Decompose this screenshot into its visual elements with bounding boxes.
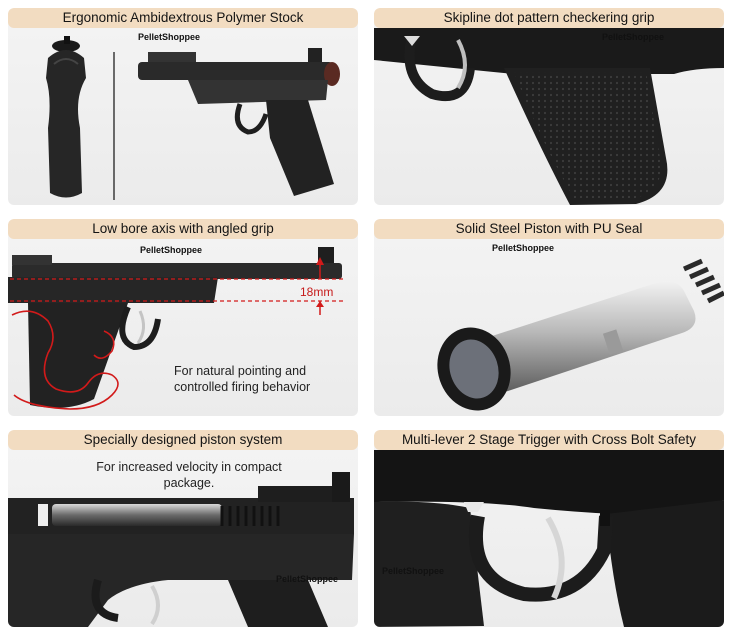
watermark: PelletShoppee — [382, 566, 445, 576]
caption-line-2: package. — [163, 476, 215, 490]
panel-title: Solid Steel Piston with PU Seal — [374, 219, 724, 239]
piston-system-illustration — [8, 472, 354, 627]
panel-low-bore-axis: Low bore axis with angled grip 18mm Pell… — [8, 219, 358, 416]
panel-checkering-grip: Skipline dot pattern checkering grip Pel… — [374, 8, 724, 205]
caption-line-2: controlled firing behavior — [174, 380, 311, 394]
watermark: PelletShoppee — [138, 32, 201, 42]
panel-title: Multi-lever 2 Stage Trigger with Cross B… — [374, 430, 724, 450]
panel-title: Specially designed piston system — [8, 430, 358, 450]
caption-line-1: For natural pointing and — [174, 364, 307, 378]
panel-piston-system: Specially designed piston system For inc… — [8, 430, 358, 627]
watermark: PelletShoppee — [140, 245, 203, 255]
polymer-stock-illustration — [46, 36, 340, 200]
panel-two-stage-trigger: Multi-lever 2 Stage Trigger with Cross B… — [374, 430, 724, 627]
caption-line-1: For increased velocity in compact — [96, 460, 282, 474]
two-stage-trigger-illustration — [374, 450, 724, 627]
watermark: PelletShoppee — [602, 32, 665, 42]
watermark: PelletShoppee — [492, 243, 555, 253]
panel-title: Ergonomic Ambidextrous Polymer Stock — [8, 8, 358, 28]
panel-steel-piston: Solid Steel Piston with PU Seal PelletSh… — [374, 219, 724, 416]
low-bore-axis-illustration — [8, 247, 346, 410]
panel-polymer-stock: Ergonomic Ambidextrous Polymer Stock Pel… — [8, 8, 358, 205]
checkering-grip-illustration — [374, 28, 724, 205]
panel-title: Low bore axis with angled grip — [8, 219, 358, 239]
watermark: PelletShoppee — [276, 574, 339, 584]
steel-piston-illustration — [437, 258, 724, 411]
panel-title: Skipline dot pattern checkering grip — [374, 8, 724, 28]
bore-measurement: 18mm — [300, 285, 334, 299]
